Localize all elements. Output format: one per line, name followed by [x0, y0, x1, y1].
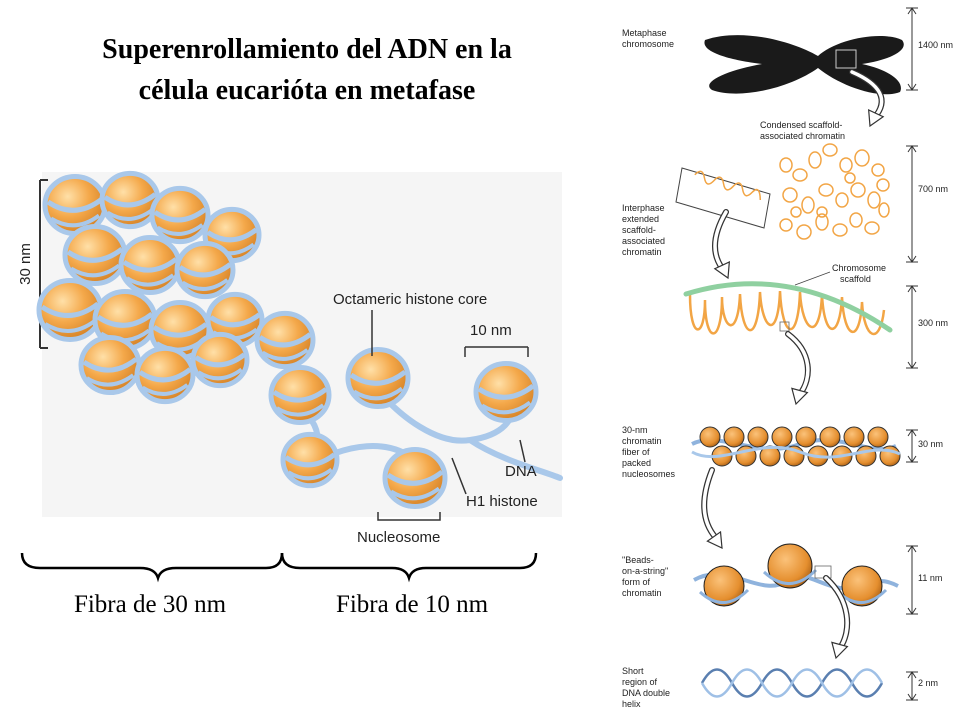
interphase-box: [675, 167, 771, 229]
nucleosome-cluster: [36, 170, 539, 509]
transition-arrows: [701, 69, 885, 660]
label-interphase-2: extended: [622, 214, 659, 224]
label-interphase-1: Interphase: [622, 203, 665, 213]
label-scaffold-2: scaffold: [840, 274, 871, 284]
label-fiber30-1: 30-nm: [622, 425, 648, 435]
fiber-nucleosome: [747, 426, 769, 448]
nucleosome: [268, 364, 332, 426]
nucleosome: [345, 347, 411, 409]
nucleosome: [382, 447, 448, 509]
label-h1-histone: H1 histone: [466, 493, 538, 510]
condensed-loops: [779, 143, 890, 240]
chromosome-scaffold-arc: [683, 281, 893, 333]
label-beads-2: on-a-string": [622, 566, 668, 576]
label-interphase-3: scaffold-: [622, 225, 656, 235]
scaffold-loops: [688, 290, 886, 335]
fiber-nucleosome: [795, 426, 817, 448]
nucleosome: [174, 240, 236, 300]
scaffold-zoom-box: [779, 321, 790, 332]
scale-bars: [906, 7, 918, 701]
nucleosome: [134, 345, 196, 405]
nucleosome: [62, 224, 128, 286]
fiber-nucleosome: [819, 426, 841, 448]
pointer-h1: [451, 457, 467, 495]
curved-arrow: [701, 467, 723, 549]
beads-zoom-box: [814, 565, 832, 579]
bead-nucleosome: [841, 565, 883, 607]
scale-11nm: 11 nm: [918, 573, 942, 583]
label-condensed-2: associated chromatin: [760, 131, 845, 141]
brace-fiber-30: [20, 552, 284, 583]
beads-row: [698, 543, 888, 607]
curved-arrow: [785, 331, 811, 406]
label-helix-1: Short: [622, 666, 644, 676]
label-helix-2: region of: [622, 677, 658, 687]
nucleosome: [190, 331, 250, 389]
metaphase-zoom-box: [835, 49, 857, 69]
bead-nucleosome: [703, 565, 745, 607]
label-metaphase-2: chromosome: [622, 39, 674, 49]
label-scaffold-1: Chromosome: [832, 263, 886, 273]
scale-1400nm: 1400 nm: [918, 40, 953, 50]
dna-linker-strand: [277, 377, 563, 481]
label-fiber30-5: nucleosomes: [622, 469, 676, 479]
label-fibra-10nm: Fibra de 10 nm: [336, 591, 489, 618]
dna-double-helix: [700, 668, 884, 698]
label-dna: DNA: [505, 463, 537, 480]
nucleosome: [280, 431, 340, 489]
label-10nm: 10 nm: [470, 322, 512, 339]
label-helix-3: DNA double: [622, 688, 670, 698]
scale-2nm: 2 nm: [918, 678, 938, 688]
curved-arrow: [849, 69, 885, 128]
nucleosome: [36, 278, 104, 342]
curved-arrow: [823, 575, 851, 660]
label-beads-1: "Beads-: [622, 555, 654, 565]
fiber-nucleosome: [867, 426, 889, 448]
nucleosome: [254, 310, 316, 370]
label-fiber30-3: fiber of: [622, 447, 650, 457]
label-helix-4: helix: [622, 699, 641, 709]
title-line-2: célula eucarióta en metafase: [139, 75, 476, 106]
fiber-30nm-row: [691, 426, 901, 467]
label-fibra-30nm: Fibra de 30 nm: [74, 591, 227, 618]
scale-700nm: 700 nm: [918, 184, 948, 194]
fiber-nucleosome: [771, 426, 793, 448]
label-interphase-4: associated: [622, 236, 665, 246]
label-interphase-5: chromatin: [622, 247, 662, 257]
nucleosome: [99, 170, 161, 230]
nucleosome: [78, 334, 142, 396]
label-fiber30-2: chromatin: [622, 436, 662, 446]
nucleosome: [473, 361, 539, 423]
label-metaphase-1: Metaphase: [622, 28, 667, 38]
label-beads-3: form of: [622, 577, 651, 587]
label-beads-4: chromatin: [622, 588, 662, 598]
scale-30nm-label: 30 nm: [17, 243, 34, 285]
nucleosome: [149, 185, 211, 245]
brace-fiber-10: [280, 552, 538, 583]
label-nucleosome: Nucleosome: [357, 529, 440, 546]
label-octameric-core: Octameric histone core: [333, 291, 487, 308]
fiber-nucleosome: [843, 426, 865, 448]
scale-30nm: 30 nm: [918, 439, 943, 449]
fiber-nucleosome: [699, 426, 721, 448]
title-line-1: Superenrollamiento del ADN en la: [102, 34, 512, 65]
pointer-scaffold: [794, 271, 831, 286]
label-condensed-1: Condensed scaffold-: [760, 120, 842, 130]
curved-arrow: [712, 209, 731, 280]
scale-300nm: 300 nm: [918, 318, 948, 328]
bead-nucleosome: [767, 543, 813, 589]
nucleosome: [118, 234, 182, 296]
pointer-dna: [519, 439, 526, 463]
bracket-10nm: [464, 346, 529, 357]
fiber-nucleosome: [723, 426, 745, 448]
label-fiber30-4: packed: [622, 458, 651, 468]
fiber-nucleosome: [759, 445, 781, 467]
bracket-nucleosome: [377, 512, 441, 521]
